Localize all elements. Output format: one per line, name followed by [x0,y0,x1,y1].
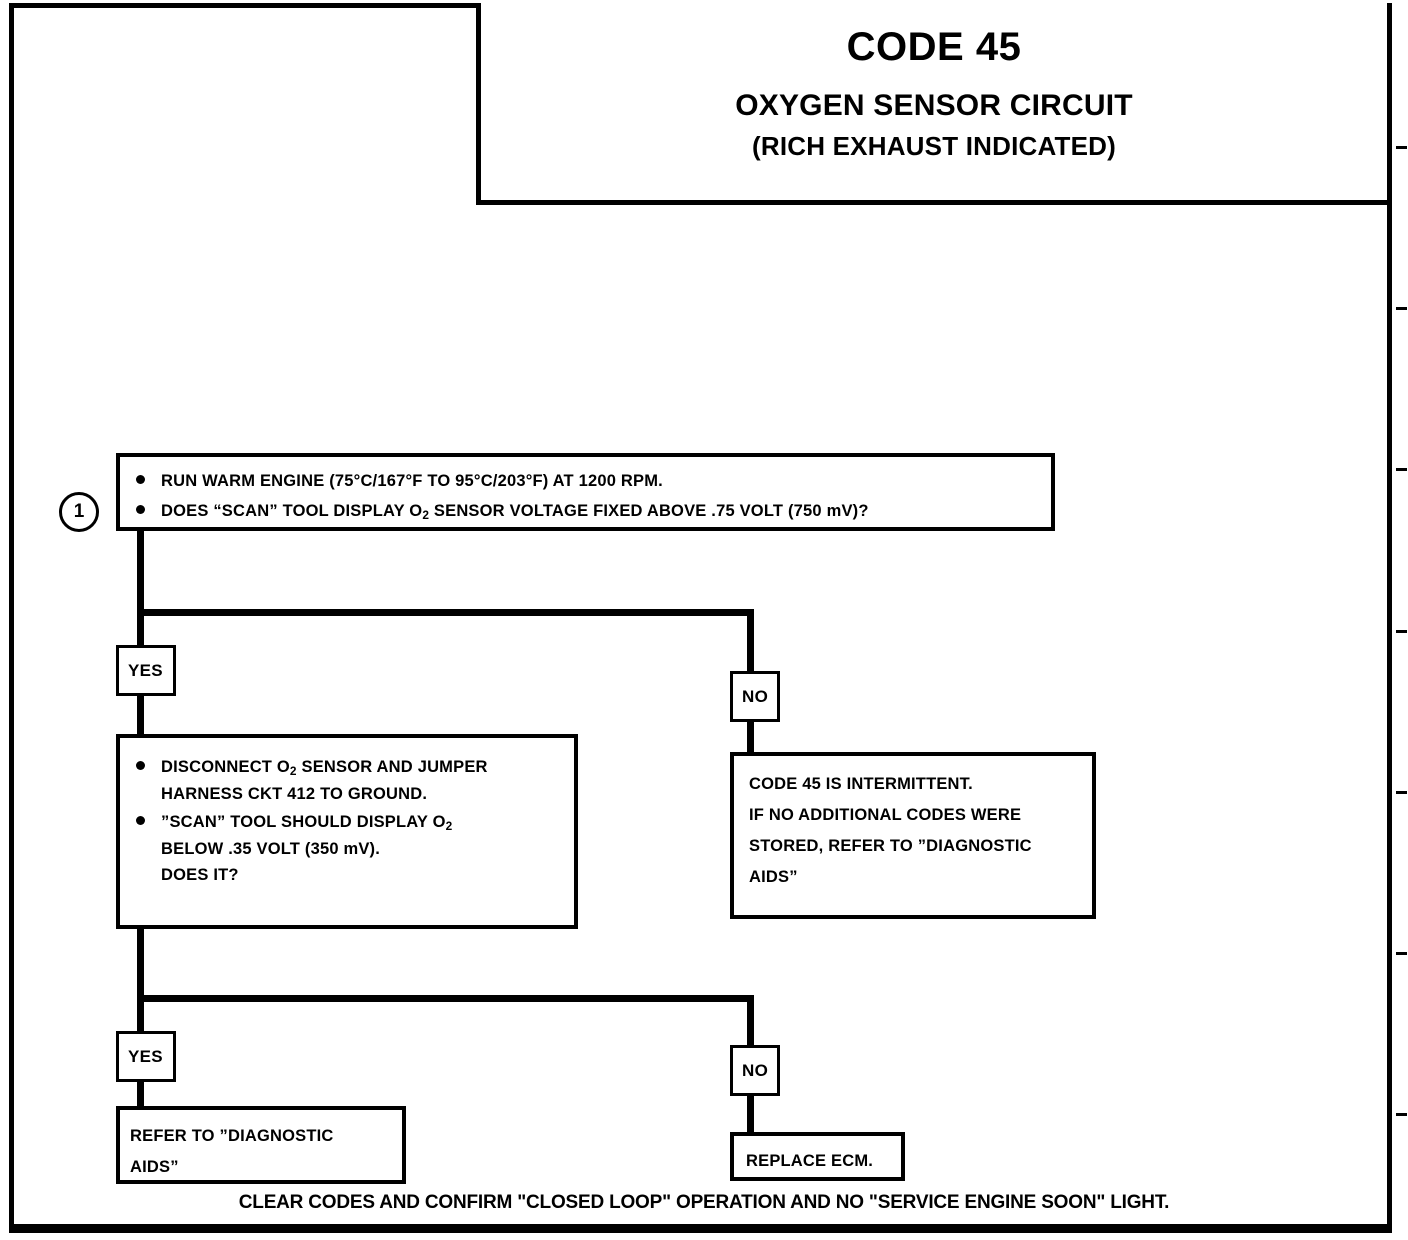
no-branch-text-1: CODE 45 IS INTERMITTENT. IF NO ADDITIONA… [749,775,1032,886]
bullet-dot-icon [136,475,145,484]
footer-note: CLEAR CODES AND CONFIRM "CLOSED LOOP" OP… [238,1192,1170,1213]
connector-line-horizontal [137,609,754,616]
bullet-item: ”SCAN” TOOL SHOULD DISPLAY O2 BELOW .35 … [136,809,574,888]
page-subtitle: OXYGEN SENSOR CIRCUIT [735,89,1133,122]
connector-line-vertical [137,694,144,738]
margin-tick-icon [1396,468,1407,471]
flow-box-no-branch-2: REPLACE ECM. [730,1132,905,1181]
step-1-question: DOES “SCAN” TOOL DISPLAY O2 SENSOR VOLTA… [161,502,869,522]
connector-line-vertical [747,609,754,675]
flow-box-no-branch-1: CODE 45 IS INTERMITTENT. IF NO ADDITIONA… [730,752,1096,919]
margin-tick-icon [1396,952,1407,955]
yes-branch-text-2: REFER TO ”DIAGNOSTIC AIDS” [130,1127,334,1176]
connector-line-vertical [747,720,754,756]
branch-label-yes-2: YES [116,1031,176,1082]
bullet-dot-icon [136,761,145,770]
connector-line-vertical [137,929,144,1041]
branch-label-no-1: NO [730,671,780,722]
page-border-right [1387,3,1392,1232]
subscript-2: 2 [289,764,297,778]
connector-line-vertical [747,995,754,1049]
subscript-2: 2 [422,508,430,522]
no-branch-text-2: REPLACE ECM. [746,1152,874,1170]
footer-divider [9,1224,1392,1231]
yes-branch-instruction-2: ”SCAN” TOOL SHOULD DISPLAY O2 BELOW .35 … [161,813,453,884]
bullet-item: RUN WARM ENGINE (75°C/167°F TO 95°C/203°… [136,468,1051,494]
connector-line-vertical [137,1080,144,1110]
page-border-top-left [9,3,479,8]
step-number-badge: 1 [59,492,99,532]
subscript-2: 2 [445,819,453,833]
branch-label-yes-1: YES [116,645,176,696]
branch-label-no-2: NO [730,1045,780,1096]
margin-tick-icon [1396,146,1407,149]
title-block: CODE 45 OXYGEN SENSOR CIRCUIT (RICH EXHA… [476,3,1387,205]
flow-box-step-1: RUN WARM ENGINE (75°C/167°F TO 95°C/203°… [116,453,1055,531]
yes-branch-instruction-1: DISCONNECT O2 SENSOR AND JUMPER HARNESS … [161,758,488,803]
connector-line-horizontal [137,995,754,1002]
page-title: CODE 45 [846,25,1022,69]
bullet-dot-icon [136,816,145,825]
margin-tick-icon [1396,307,1407,310]
bullet-item: DOES “SCAN” TOOL DISPLAY O2 SENSOR VOLTA… [136,498,1051,525]
connector-line-vertical [747,1094,754,1136]
flow-box-yes-branch-1: DISCONNECT O2 SENSOR AND JUMPER HARNESS … [116,734,578,929]
step-1-instruction: RUN WARM ENGINE (75°C/167°F TO 95°C/203°… [161,472,663,490]
connector-line-vertical [137,531,144,656]
margin-tick-icon [1396,630,1407,633]
page-subtitle-detail: (RICH EXHAUST INDICATED) [752,131,1116,161]
bullet-dot-icon [136,505,145,514]
page-border-left [9,3,14,1232]
margin-tick-icon [1396,1113,1407,1116]
flow-box-yes-branch-2: REFER TO ”DIAGNOSTIC AIDS” [116,1106,406,1184]
bullet-item: DISCONNECT O2 SENSOR AND JUMPER HARNESS … [136,754,574,807]
margin-tick-icon [1396,791,1407,794]
